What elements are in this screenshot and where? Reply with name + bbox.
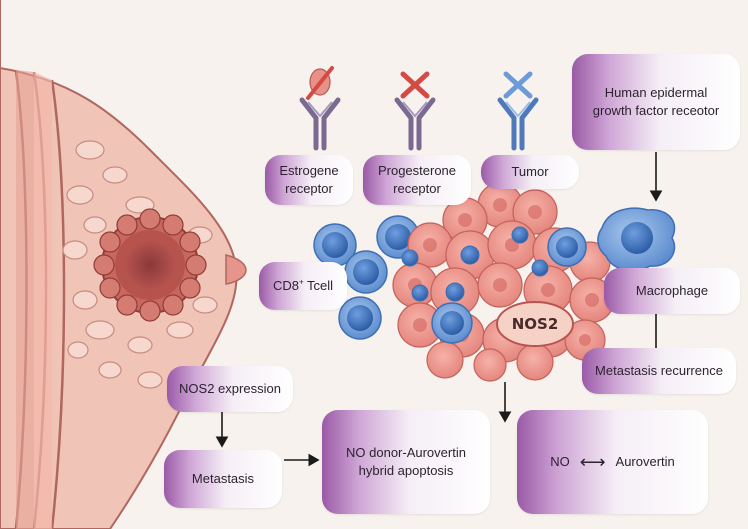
progesterone-line: Progesterone receptor (377, 163, 457, 196)
cd8-text: CD8 (272, 278, 299, 294)
cd8-superscript: + (298, 277, 304, 287)
progesterone-receptor-icon (394, 71, 436, 151)
her2-label: Human epidermal growth factor receotor (572, 54, 740, 150)
estrogen-receptor-label: Estrogene receptor (265, 155, 353, 205)
glandular-lobules (62, 140, 218, 389)
nos2-expression-label: NOS2 expression (167, 366, 293, 412)
rib-band (16, 70, 34, 529)
nipple (225, 254, 247, 285)
macrophage-text: Macrophage (635, 283, 709, 299)
progesterone-receptor-label: Progesterone receptor (363, 155, 471, 205)
cd8-tcell-label: CD8+ Tcell (259, 262, 347, 310)
metastasis-recurrence-label: Metastasis recurrence (582, 348, 736, 394)
tumor-label: Tumor (481, 155, 579, 189)
no-text: NO (550, 454, 570, 470)
aurovertin-text: Aurovertin (615, 454, 675, 470)
bidirectional-arrow-icon: ⟷ (579, 451, 606, 472)
t-cell (344, 250, 388, 294)
her2-line1: Human epidermal (604, 85, 708, 101)
t-cell (431, 302, 473, 344)
tumor-text: Tumor (511, 164, 549, 180)
hybrid-apoptosis-label: NO donor-Aurovertin hybrid apoptosis (322, 410, 490, 514)
t-cell (313, 223, 357, 267)
estrogen-receptor-icon (299, 66, 341, 151)
tumor-cell-cluster (392, 182, 615, 382)
cd8-tcell-text: Tcell (303, 278, 334, 294)
nos2-center-label: NOS2 (511, 315, 559, 333)
t-cells (313, 215, 420, 340)
nos2-ellipse (496, 301, 574, 347)
macrophage-label: Macrophage (604, 268, 740, 314)
metastasis-recurrence-text: Metastasis recurrence (595, 363, 723, 379)
tumor-mass (93, 208, 207, 322)
t-cell (338, 296, 382, 340)
hybrid-line2: hybrid apoptosis (358, 463, 454, 478)
no-aurovertin-label: NO ⟷ Aurovertin (517, 410, 708, 514)
macrophage-cell-icon (597, 207, 676, 272)
nos2-expression-text: NOS2 expression (179, 381, 281, 397)
estrogen-line: Estrogene receptor (279, 163, 339, 196)
t-cell (547, 227, 587, 267)
tumor-receptor-icon (497, 71, 539, 151)
rib-band-2 (34, 72, 52, 529)
metastasis-label: Metastasis (164, 450, 282, 508)
her2-line2: growth factor receotor (592, 103, 720, 118)
metastasis-text: Metastasis (191, 471, 255, 487)
hybrid-line1: NO donor-Aurovertin (346, 445, 466, 461)
